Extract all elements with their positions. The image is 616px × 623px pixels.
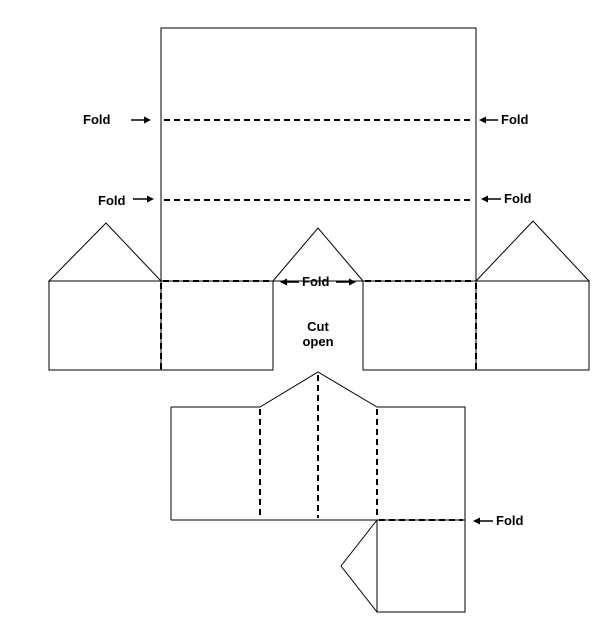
roof-panel xyxy=(160,27,477,282)
arrowhead-left-icon xyxy=(479,116,486,124)
right-gable-triangle xyxy=(474,220,591,282)
fold-label-center: Fold xyxy=(280,274,356,289)
lower-net-outline xyxy=(171,371,466,613)
fold-label: Fold xyxy=(98,193,125,208)
center-peak-cut xyxy=(272,227,364,282)
fold-label-left-top: Fold xyxy=(83,112,151,127)
left-wall-outer xyxy=(48,280,162,371)
arrowhead-right-icon xyxy=(147,195,154,203)
arrowhead-left-icon xyxy=(280,278,287,286)
fold-label: Fold xyxy=(501,112,528,127)
fold-label-right-top: Fold xyxy=(479,112,528,127)
arrowhead-left-icon xyxy=(481,195,488,203)
arrowhead-right-icon xyxy=(349,278,356,286)
left-gable-triangle xyxy=(47,222,163,282)
lower-side-triangle xyxy=(340,519,378,613)
fold-label-lower-right: Fold xyxy=(473,513,523,528)
cut-label-line1: Cut xyxy=(307,319,329,334)
left-wall-inner xyxy=(160,280,274,371)
cut-open-label: Cut open xyxy=(302,319,333,349)
fold-label: Fold xyxy=(302,274,329,289)
fold-label: Fold xyxy=(496,513,523,528)
arrowhead-left-icon xyxy=(473,517,480,525)
lower-net xyxy=(170,371,466,613)
arrowhead-right-icon xyxy=(144,116,151,124)
upper-net xyxy=(47,27,591,371)
right-wall-inner xyxy=(362,280,477,371)
fold-label: Fold xyxy=(504,191,531,206)
fold-label: Fold xyxy=(83,112,110,127)
cut-label-line2: open xyxy=(302,334,333,349)
right-wall-outer xyxy=(475,280,590,371)
fold-label-left-middle: Fold xyxy=(98,193,154,208)
fold-label-right-middle: Fold xyxy=(481,191,531,206)
